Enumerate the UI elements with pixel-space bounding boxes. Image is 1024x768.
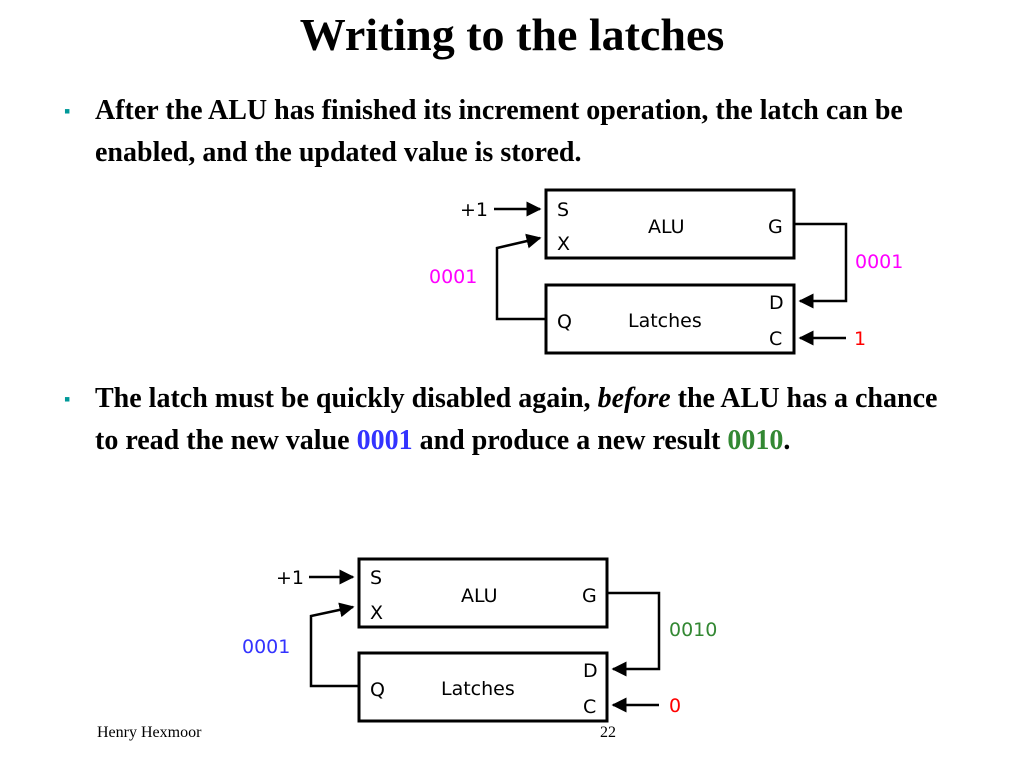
latches-label: Latches [441,678,515,700]
alu-label: ALU [461,585,498,607]
result-value-highlight: 0010 [727,425,784,456]
bullet-2-text-a: The latch must be quickly disabled again… [95,383,598,414]
bullet-2-text: The latch must be quickly disabled again… [95,378,964,462]
feedback-wire [495,233,546,321]
output-value: 0001 [855,251,903,273]
control-value: 0 [669,695,681,717]
bullet-marker-icon: ▪ [64,101,71,121]
bullet-2-text-b: the ALU has a chance to read the new val… [95,383,938,456]
alu-port-g: G [768,216,783,238]
feedback-wire [309,602,359,688]
bullet-marker-icon: ▪ [64,389,71,409]
bullet-2-text-c: and produce a new result [412,425,728,456]
feedback-value: 0001 [242,636,290,658]
bullet-2: ▪ The latch must be quickly disabled aga… [64,378,964,462]
diagram-top: S X ALU G Q Latches D C +1 0001 0001 1 [429,188,903,355]
output-wire [607,591,661,677]
alu-port-s: S [557,199,569,221]
latch-port-d: D [769,292,784,314]
bullet-2-emphasis: before [597,383,671,414]
bullet-2-text-d: . [783,425,791,456]
output-wire [794,222,848,309]
latch-port-c: C [583,696,596,718]
latches-label: Latches [628,310,702,332]
bullet-1-text: After the ALU has finished its increment… [95,95,903,168]
input-label: +1 [460,199,488,221]
page-number: 22 [600,724,616,741]
bullet-1: ▪ After the ALU has finished its increme… [64,90,964,174]
input-label: +1 [276,567,304,589]
latch-port-d: D [583,660,598,682]
alu-port-g: G [582,585,597,607]
latch-port-c: C [769,328,782,350]
output-value: 0010 [669,619,717,641]
alu-port-x: X [557,233,570,255]
footer-author: Henry Hexmoor [97,724,202,741]
latch-port-q: Q [557,311,572,333]
latch-port-q: Q [370,679,385,701]
slide-title: Writing to the latches [299,9,725,60]
alu-port-s: S [370,567,382,589]
alu-port-x: X [370,602,383,624]
diagram-bottom: S X ALU G Q Latches D C +1 0001 0010 0 [242,557,717,723]
new-value-highlight: 0001 [356,425,413,456]
alu-label: ALU [648,216,685,238]
control-value: 1 [854,328,866,350]
feedback-value: 0001 [429,266,477,288]
